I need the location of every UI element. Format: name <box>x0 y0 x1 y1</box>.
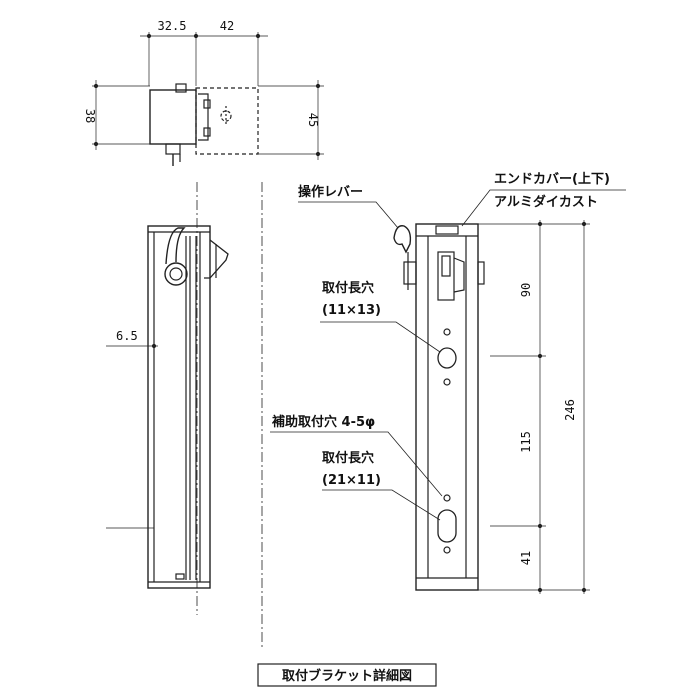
dim-41: 41 <box>519 551 533 565</box>
top-view <box>92 32 324 166</box>
dim-90: 90 <box>519 283 533 297</box>
dim-top-left: 32.5 <box>158 19 187 33</box>
dim-115: 115 <box>519 431 533 453</box>
drawing-title: 取付ブラケット詳細図 <box>282 668 412 684</box>
lower-slot-size: (21×11) <box>322 473 381 488</box>
title-box <box>257 663 437 687</box>
upper-slot-label: 取付長穴 <box>322 280 374 296</box>
side-view <box>106 225 229 589</box>
dim-top-right: 42 <box>220 19 234 33</box>
end-cover-material: アルミダイカスト <box>494 194 598 210</box>
lower-slot-label: 取付長穴 <box>322 450 374 466</box>
aux-hole-label: 補助取付穴 4-5φ <box>271 414 375 430</box>
end-cover-label: エンドカバー(上下) <box>494 172 610 187</box>
upper-slot-size: (11×13) <box>322 303 381 318</box>
dim-offset: 6.5 <box>116 329 138 343</box>
lever-label: 操作レバー <box>298 184 363 200</box>
dim-left-height: 38 <box>83 109 97 123</box>
front-view <box>270 189 626 594</box>
dim-right-height: 45 <box>306 113 320 127</box>
dim-246: 246 <box>563 399 577 421</box>
